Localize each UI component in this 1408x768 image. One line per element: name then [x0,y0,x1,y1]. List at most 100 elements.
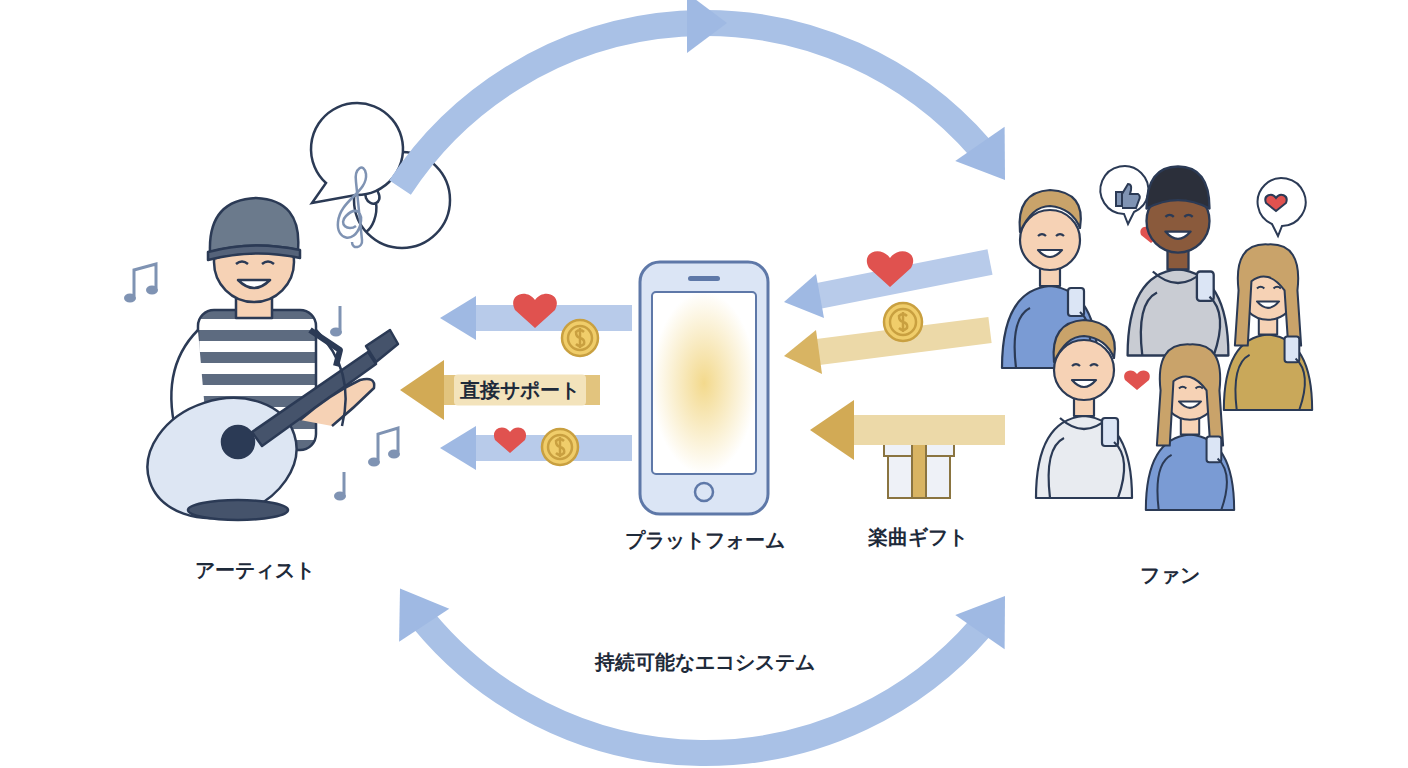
fans-figure-part-part [1257,287,1281,289]
heart-icon-part [513,294,557,328]
artist-figure-part [238,280,270,288]
heart-icon-part [1124,370,1150,390]
fans-figure-part-part [1179,387,1203,389]
fans-figure-part-part [1157,344,1223,445]
gift-icon-part [912,440,926,498]
connector [400,360,600,420]
like-bubble-part [1116,184,1140,208]
connector-part [850,415,1005,445]
like-bubble-part [1265,195,1286,211]
node-label: ファン [1136,561,1204,590]
artist-figure [132,152,450,537]
fans-figure-part-part [1257,301,1279,307]
fans-figure-part [1224,244,1312,410]
artist-figure-part [222,426,254,458]
node-label: プラットフォーム [621,526,789,555]
speech-bubble-part [338,168,366,248]
music-note [124,264,400,501]
phone [640,262,768,514]
fans-figure-part-part [1036,416,1132,498]
fans-figure-part-part [1060,418,1108,429]
actor-node: ファン [1005,180,1335,590]
connector [400,0,1005,188]
edge-label: 持続可能なエコシステム [589,647,821,678]
connector-part [810,400,854,460]
fans-figure-part [1146,344,1234,510]
artist-figure-part [132,379,312,536]
phone-part [688,276,720,281]
artist-figure-part [307,210,347,300]
phone-part [695,483,713,501]
fans-figure-part-part [1068,288,1084,316]
music-note-part [124,294,136,303]
music-note-part [339,306,342,330]
artist-figure-part [188,500,288,520]
fans-figure-part-part [1218,458,1227,510]
fans-figure-part-part [1165,215,1192,217]
fans-figure-part-part [1235,355,1249,410]
edge-label: 楽曲ギフト [862,522,974,553]
fans-figure-part-part [1102,418,1118,446]
fans-figure-part-part [1179,401,1201,407]
artist-figure-part [208,245,300,260]
fans-figure-part-part [1153,272,1203,284]
heart-icon-part [867,251,913,287]
phone-part [640,262,768,514]
music-note-part [368,458,380,467]
edge-label: 直接サポート [454,375,586,406]
artist-figure-part [210,198,298,252]
fans-figure-part-part [1072,364,1098,366]
fans-figure-part-part [1165,232,1190,239]
music-note-part [388,450,400,459]
connector-part [400,360,444,420]
phone-part [652,292,756,474]
fans-figure-part-part [1197,272,1214,301]
fans-figure-part [1036,320,1132,498]
connector-part [955,127,1005,180]
fans-figure-part-part [1235,244,1301,345]
fans-figure-part-part [1049,438,1064,498]
fans-figure-part-part [1038,250,1062,257]
fan-arrow-part [784,274,824,318]
fan-arrow-part [784,330,822,374]
connector-part [399,588,449,641]
fans-figure-part-part [1147,167,1210,209]
fans-figure [1002,167,1312,511]
fans-figure-part [1128,167,1229,356]
artist-figure-part [300,379,374,426]
connector-part [424,621,981,753]
artist-figure-part [366,330,398,362]
fans-figure-part-part [1054,340,1114,400]
like-bubble-part [1258,178,1306,236]
connector-part [955,596,1005,649]
music-note-part [343,472,346,494]
connector-part [687,0,727,53]
actor-node: アーティスト [110,195,400,585]
speech-bubble [311,103,403,247]
fans-figure-part-part [1020,190,1081,232]
fans-figure-part-part [1207,436,1222,462]
connector [810,400,1005,460]
music-note-part [334,492,346,501]
connector [399,588,1005,753]
fans-figure-part-part [1114,442,1124,498]
artist-figure-part [236,262,274,265]
fans-figure-part-part [1210,297,1221,356]
music-note-part [330,328,342,337]
support-arrow-part [440,296,476,340]
fans-figure-part-part [1072,380,1096,387]
fans-figure-part-part [1054,320,1115,362]
connector-part [440,375,600,405]
artist-figure-part [252,352,376,446]
fans-figure-part-part [1038,234,1064,236]
fans-figure-part-part [1015,308,1030,368]
fans-figure-part-part [1020,210,1080,270]
fans-figure-part-part [1296,358,1305,410]
support-arrow-part [440,426,476,470]
fans-figure-part-part [1285,336,1300,362]
fans-figure-part-part [1157,455,1171,510]
heart-icon-part [494,427,526,453]
fans-figure-part-part [1128,269,1229,355]
like-bubble-part [1100,166,1148,224]
actor-node: プラットフォーム [600,255,810,555]
